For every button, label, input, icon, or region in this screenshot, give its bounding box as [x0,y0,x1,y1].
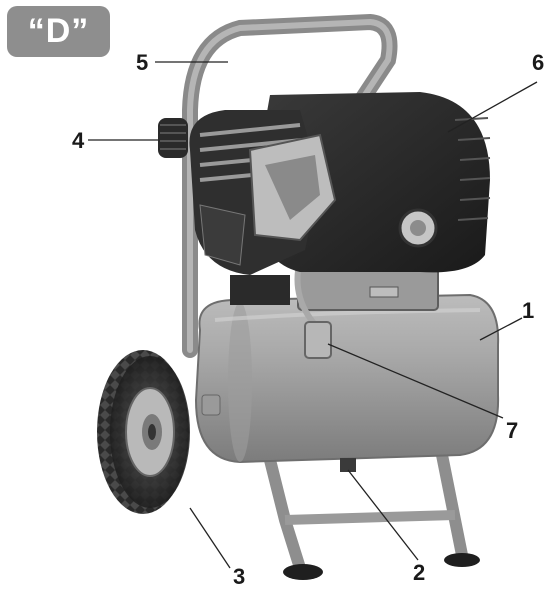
callout-3: 3 [233,564,246,589]
stand [262,439,480,580]
callout-7: 7 [506,418,519,443]
leader-lines [88,61,538,569]
callout-1: 1 [522,298,535,323]
figure-badge: “D” [7,6,110,57]
wheel [97,350,190,514]
pump-head [189,110,337,275]
callout-2: 2 [413,560,426,585]
air-filter [158,118,188,158]
callout-4: 4 [72,128,85,153]
callout-5: 5 [136,50,149,75]
handle-frame [182,13,398,358]
callout-6: 6 [532,50,545,75]
air-tank [194,293,500,472]
